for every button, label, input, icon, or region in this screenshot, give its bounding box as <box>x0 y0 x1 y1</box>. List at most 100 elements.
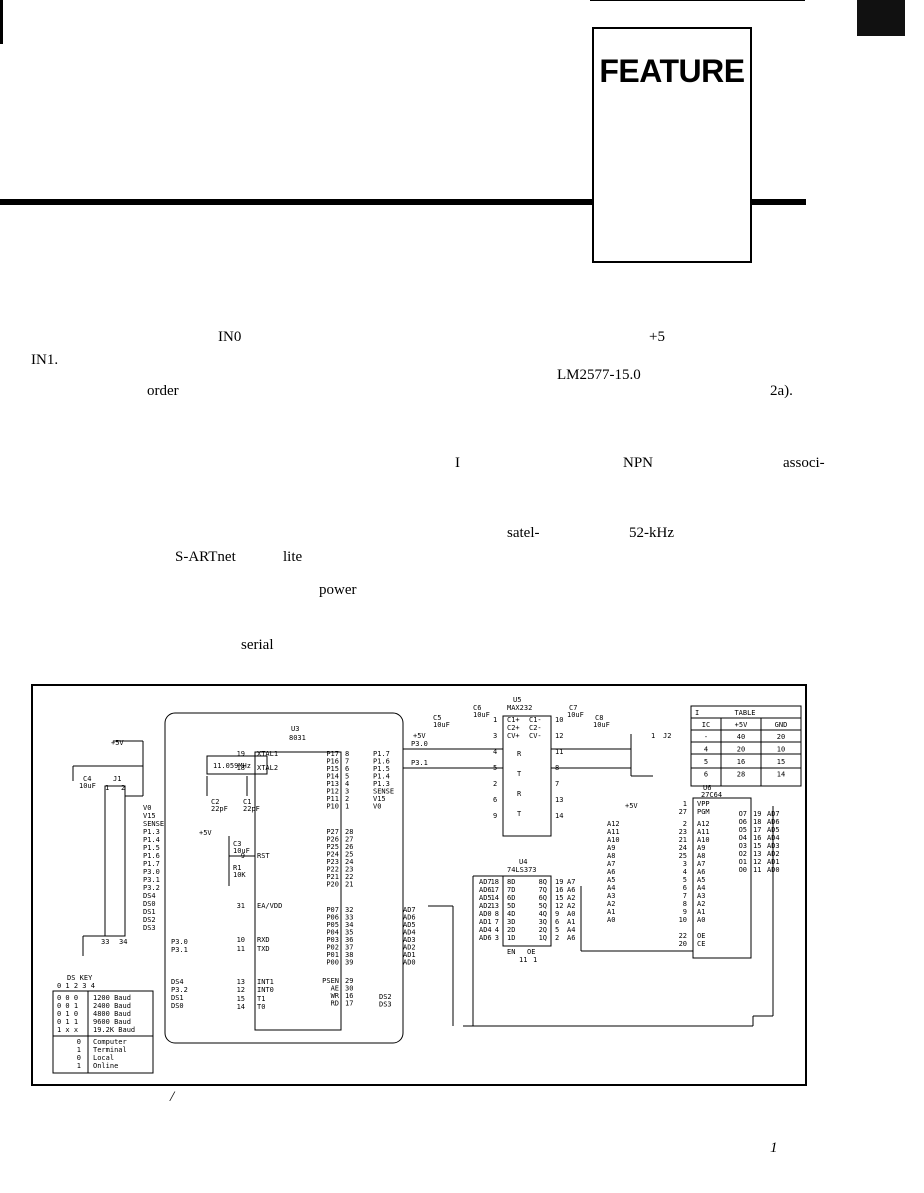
top-rule <box>590 0 805 1</box>
u3-pin-num: 22 <box>345 873 353 881</box>
u3-pin-num: 6 <box>345 765 349 773</box>
j1-vcc: +5V <box>111 739 124 747</box>
net-label: A3 <box>607 892 615 900</box>
ds-key-mode: Terminal <box>93 1046 127 1054</box>
net-label: DS1 <box>171 994 184 1002</box>
ds-key-bits-cell: 0 0 0 <box>57 994 78 1002</box>
net-label: A9 <box>607 844 615 852</box>
u4-pin-num: 4 <box>495 926 499 934</box>
u3-pin-num: 35 <box>345 929 353 937</box>
net-label: A7 <box>607 860 615 868</box>
text-sartnet: S-ARTnet <box>175 549 236 565</box>
u3-pin-num: 23 <box>345 866 353 874</box>
u3-pin-t0: T0 <box>257 1003 265 1011</box>
j1-pin: 2 <box>121 784 125 792</box>
ic-table-cell: 20 <box>737 746 745 754</box>
u5-r: R <box>517 790 522 798</box>
u6-pin-num: 19 <box>753 810 761 818</box>
u3-pin-p13: P13 <box>326 780 339 788</box>
schematic-wiring <box>52 705 802 1074</box>
net-label: AD7 <box>767 810 780 818</box>
ic-table-cell: 40 <box>737 733 745 741</box>
net-label: AD0 <box>767 866 780 874</box>
u6-pin-num: 8 <box>683 900 687 908</box>
u4-pin: 2Q <box>539 926 547 934</box>
net-label: A10 <box>607 836 620 844</box>
u6-pin-num: 2 <box>683 820 687 828</box>
u6-ref: U6 <box>703 784 711 792</box>
net-label: AD4 <box>479 926 492 934</box>
net-label: A5 <box>607 876 615 884</box>
u3-pin-p10: P10 <box>326 803 339 811</box>
ic-table-prefix: I <box>695 709 699 717</box>
net-label: AD0 <box>479 910 492 918</box>
u5-pin-num: 12 <box>555 732 563 740</box>
u6-pin-num: 25 <box>679 852 687 860</box>
u4-pin-num: 16 <box>555 886 563 894</box>
left-margin-rule <box>0 0 3 44</box>
u6-pin-num: 15 <box>753 842 761 850</box>
u4-pin-num: 6 <box>555 918 559 926</box>
net-label: A6 <box>607 868 615 876</box>
u3-pin-num: 18 <box>237 764 245 772</box>
ds-key-mode: Computer <box>93 1038 127 1046</box>
u3-pin-p17: P17 <box>326 750 339 758</box>
u3-pin-num: 24 <box>345 858 353 866</box>
u4-pin: 5D <box>507 902 515 910</box>
u6-pin-num: 24 <box>679 844 687 852</box>
u5-pin-num: 7 <box>555 780 559 788</box>
ds-key-mode: Online <box>93 1062 118 1070</box>
ds-key-title: DS KEY <box>67 974 93 982</box>
net-label: P1.5 <box>373 765 390 773</box>
r1-ref: R1 <box>233 864 241 872</box>
net-label: AD2 <box>479 902 492 910</box>
r1-value: 10K <box>233 871 246 879</box>
net-label: P1.4 <box>373 773 390 781</box>
u6-pin: O4 <box>739 834 747 842</box>
u5-pin: C2- <box>529 724 542 732</box>
u6-pin-num: 13 <box>753 850 761 858</box>
j1-label: P1.6 <box>143 852 160 860</box>
u6-part: 27C64 <box>701 791 722 799</box>
u3-pin-p14: P14 <box>326 773 339 781</box>
schematic-svg: U38031XTAL119XTAL218RST9EA/VDD31RXD10TXD… <box>52 696 802 1074</box>
u3-pin-p05: P05 <box>326 921 339 929</box>
u4-en: EN <box>507 948 515 956</box>
j1-label: DS0 <box>143 900 156 908</box>
u5-pin-num: 4 <box>493 748 497 756</box>
u4-pin-num: 3 <box>495 934 499 942</box>
u6-pin-num: 1 <box>683 800 687 808</box>
caption-mark: / <box>170 1089 175 1105</box>
u3-pin-num: 15 <box>237 995 245 1003</box>
net-label: A2 <box>607 900 615 908</box>
net-label: P3.1 <box>171 946 188 954</box>
ic-table-cell: - <box>704 733 708 741</box>
u6-pin: A0 <box>697 916 705 924</box>
u4-pin-num: 11 <box>519 956 527 964</box>
u5-pin-num: 8 <box>555 764 559 772</box>
ds-key-mode-bit: 1 <box>77 1046 81 1054</box>
u3-pin-psen: PSEN <box>322 977 339 985</box>
net-label: AD3 <box>767 842 780 850</box>
u3-pin-p24: P24 <box>326 851 339 859</box>
u6-pin: A10 <box>697 836 710 844</box>
u3-pin-p04: P04 <box>326 929 339 937</box>
u3-pin-num: 11 <box>237 945 245 953</box>
u4-pin: 3Q <box>539 918 547 926</box>
u3-pin-p26: P26 <box>326 836 339 844</box>
u3-pin-ae: AE <box>331 985 339 993</box>
u3-part: 8031 <box>289 734 306 742</box>
net-label: P3.1 <box>411 759 428 767</box>
u6-pin: A3 <box>697 892 705 900</box>
u3-pin-num: 25 <box>345 851 353 859</box>
text-npn: NPN <box>623 455 654 471</box>
u4-pin-num: 19 <box>555 878 563 886</box>
u3-pin-p23: P23 <box>326 858 339 866</box>
u6-pin: A11 <box>697 828 710 836</box>
feature-label: FEATURE <box>599 53 745 89</box>
text-in1: IN1. <box>31 352 59 368</box>
u6-pin: A6 <box>697 868 705 876</box>
ic-table-cell: 10 <box>777 746 785 754</box>
u5-pin-num: 6 <box>493 796 497 804</box>
u6-pin-num: 6 <box>683 884 687 892</box>
